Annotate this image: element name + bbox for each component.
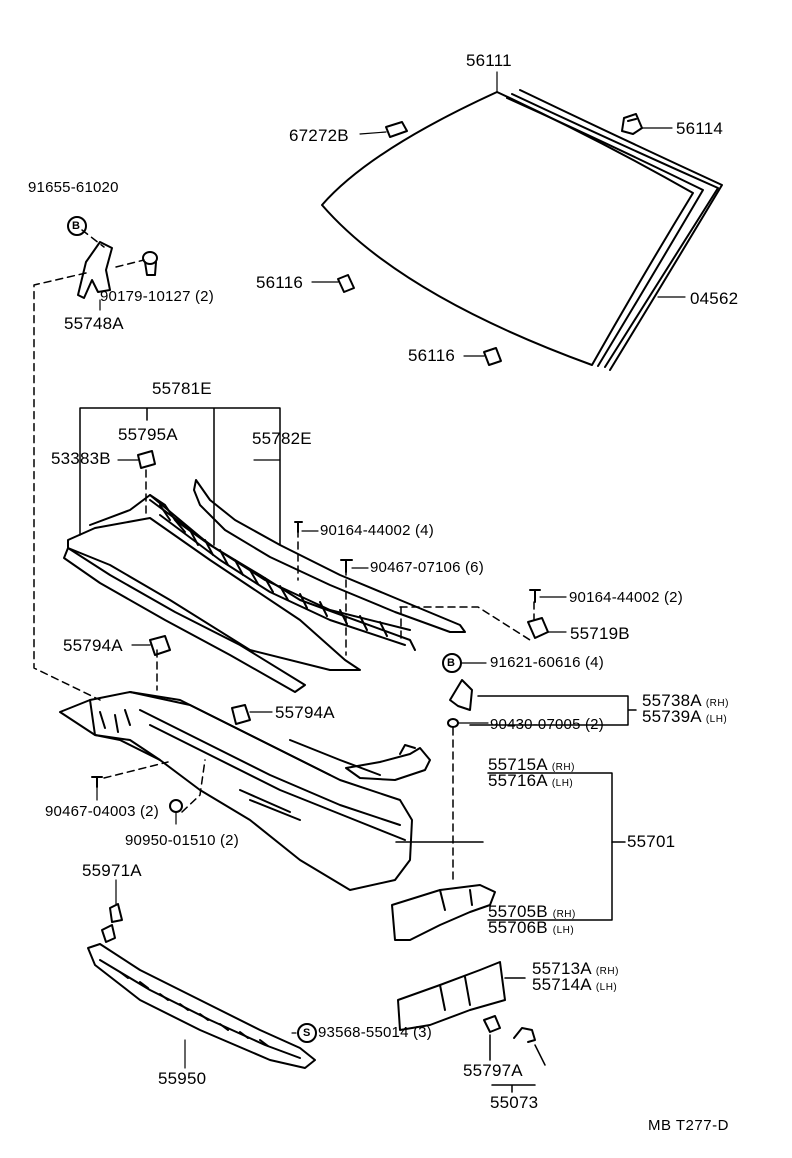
- label-screw-s: 93568-55014 (3): [318, 1024, 432, 1041]
- cap-part: [483, 1015, 501, 1033]
- label-screw-2: 90164-44002 (2): [569, 589, 683, 606]
- label-bracket-rh: 55738A (RH): [642, 692, 729, 713]
- screw-2-part: [529, 589, 541, 603]
- clip-lower-part: [91, 776, 103, 788]
- louver-strip: [149, 499, 411, 646]
- label-nut-small: 90430-07005 (2): [490, 716, 604, 733]
- part-number: 55716A: [488, 771, 547, 790]
- spacer-left-part: [337, 274, 355, 293]
- label-side-lh: 55706B (LH): [488, 919, 574, 940]
- bracket-rh-part: [449, 679, 473, 711]
- part-number: 55713A: [532, 959, 591, 978]
- symbol-b-right: B: [447, 657, 455, 669]
- label-brace-rh: 55715A (RH): [488, 756, 575, 777]
- brace-part: [345, 744, 431, 781]
- side-bracket-part: [391, 884, 496, 941]
- label-bracket-lh: 55739A (LH): [642, 708, 727, 729]
- hinge-clip-part: [101, 903, 123, 943]
- part-number: 55714A: [532, 975, 591, 994]
- label-stopper: 67272B: [289, 126, 349, 145]
- clip-top-right-part: [621, 113, 643, 135]
- label-clip-1: 90467-07106 (6): [370, 559, 484, 576]
- drawing-code: MB T277-D: [648, 1117, 729, 1134]
- label-cap: 55797A: [463, 1061, 523, 1080]
- label-clip-lower: 90467-04003 (2): [45, 803, 159, 820]
- symbol-b-top: B: [72, 220, 80, 232]
- label-cowl-seal: 55950: [158, 1069, 207, 1088]
- clip-1-part: [340, 559, 353, 573]
- label-nut-top: 90179-10127 (2): [100, 288, 214, 305]
- cowl-seal-part: [87, 943, 316, 1069]
- side-mark: (RH): [705, 698, 729, 709]
- label-dam-molding: 04562: [690, 289, 739, 308]
- label-bolt-top: 91655-61020: [28, 179, 119, 196]
- bracket-top-part: [77, 241, 158, 299]
- side-mark: (RH): [552, 909, 576, 920]
- part-number: 55739A: [642, 707, 701, 726]
- symbol-s: S: [303, 1027, 311, 1039]
- label-louver-right: 55782E: [252, 429, 312, 448]
- bracket2-part: [397, 961, 506, 1031]
- windshield-glass-drawing: [321, 89, 723, 371]
- stopper-part: [385, 121, 408, 138]
- label-windshield-glass: 56111: [466, 51, 512, 70]
- label-cushion-left: 55794A: [63, 636, 123, 655]
- clip-2-part: [527, 617, 549, 639]
- cap-hook-part: [513, 1027, 536, 1043]
- screw-1-part: [294, 521, 303, 533]
- label-screw-1: 90164-44002 (4): [320, 522, 434, 539]
- label-bracket2-rh: 55713A (RH): [532, 960, 619, 981]
- cushion-left-part: [149, 635, 171, 656]
- label-louver-assy: 55781E: [152, 379, 212, 398]
- grommet-part: [169, 799, 183, 813]
- side-mark: (LH): [595, 982, 618, 993]
- label-bracket2-lh: 55714A (LH): [532, 976, 617, 997]
- label-hinge-clip: 55971A: [82, 861, 142, 880]
- label-clip-top-right: 56114: [676, 119, 724, 138]
- side-mark: (LH): [705, 714, 728, 725]
- spacer-lower-part: [483, 347, 502, 366]
- label-cowl-panel: 55701: [627, 832, 676, 851]
- cowl-panel-part: [59, 691, 413, 891]
- label-bracket-top: 55748A: [64, 314, 124, 333]
- label-louver-left: 53383B: [51, 449, 111, 468]
- label-cushion-right: 55794A: [275, 703, 335, 722]
- label-spacer-left: 56116: [256, 273, 304, 292]
- part-number: 55738A: [642, 691, 701, 710]
- label-bolt-b: 91621-60616 (4): [490, 654, 604, 671]
- label-clip-2: 55719B: [570, 624, 630, 643]
- label-cushion: 55795A: [118, 425, 178, 444]
- cushion-right-part: [231, 704, 251, 725]
- part-number: 55706B: [488, 918, 548, 937]
- part-number: 55715A: [488, 755, 547, 774]
- side-mark: (RH): [595, 966, 619, 977]
- cushion-part: [137, 450, 156, 469]
- label-brace-lh: 55716A (LH): [488, 772, 573, 793]
- label-spacer-lower: 56116: [408, 346, 456, 365]
- label-cap-set: 55073: [490, 1093, 539, 1112]
- side-mark: (RH): [551, 762, 575, 773]
- label-grommet: 90950-01510 (2): [125, 832, 239, 849]
- part-number: 55705B: [488, 902, 548, 921]
- side-mark: (LH): [551, 778, 574, 789]
- label-side-rh: 55705B (RH): [488, 903, 576, 924]
- side-mark: (LH): [552, 925, 575, 936]
- louver-right-part: [193, 479, 466, 633]
